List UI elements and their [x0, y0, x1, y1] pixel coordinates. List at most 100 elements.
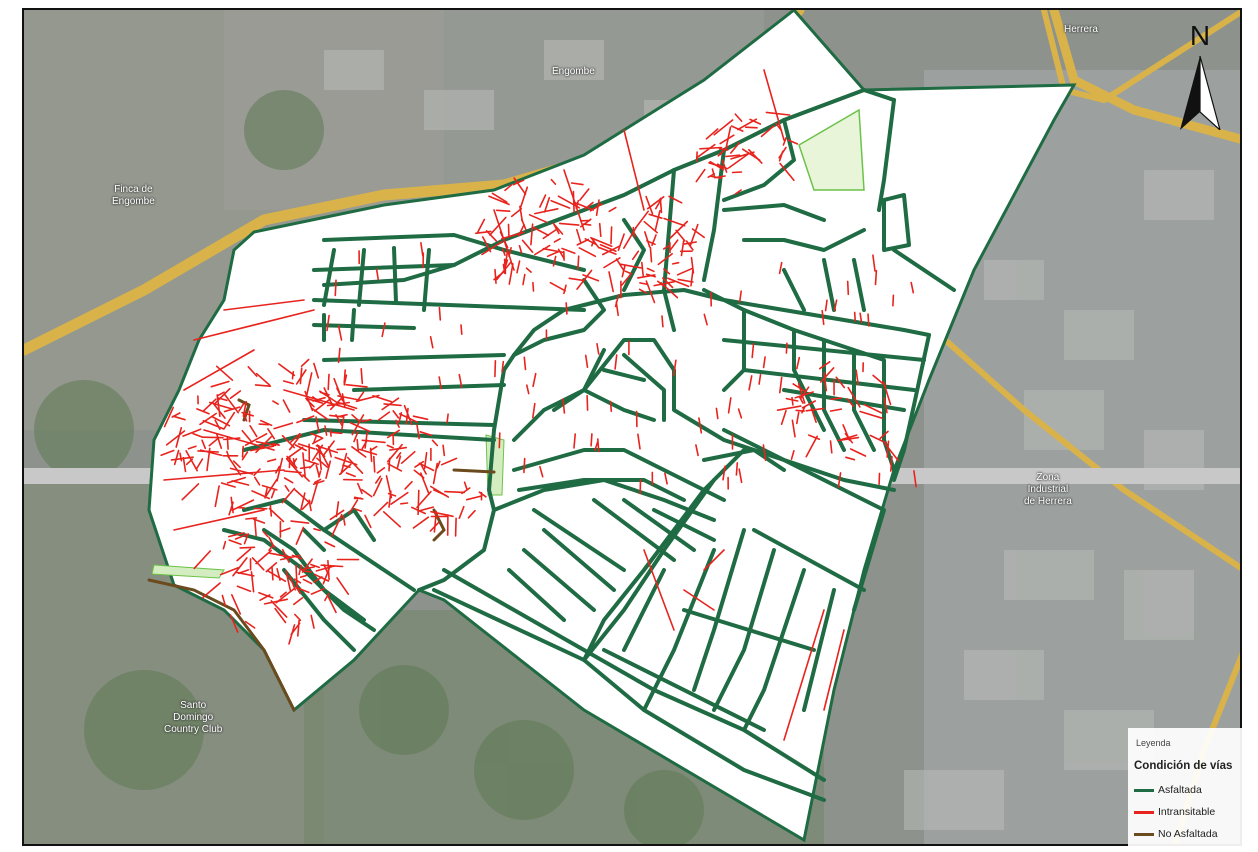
road-segment-intransitable	[232, 557, 248, 577]
road-segment-intransitable	[577, 255, 580, 270]
road-segment-intransitable	[290, 520, 310, 524]
road-segment-intransitable	[319, 390, 337, 403]
road-segment-intransitable	[913, 470, 917, 488]
road-segment-intransitable	[765, 111, 791, 116]
road-segment-intransitable	[584, 354, 589, 368]
road-segment-intransitable	[741, 148, 761, 161]
road-segment-intransitable	[326, 314, 330, 332]
road-segment-intransitable	[431, 439, 439, 447]
road-segment-intransitable	[570, 182, 584, 186]
road-segment-intransitable	[659, 197, 663, 214]
road-segment-intransitable	[532, 281, 535, 292]
road-segment-intransitable	[305, 397, 324, 404]
road-segment-intransitable	[738, 290, 742, 303]
road-segment-intransitable	[433, 489, 448, 497]
road-segment-intransitable	[534, 208, 559, 215]
road-segment-intransitable	[637, 433, 641, 450]
road-segment-intransitable	[172, 415, 186, 421]
road-segment-intransitable	[251, 557, 265, 571]
road-segment-intransitable	[263, 598, 289, 605]
road-segment-intransitable	[549, 281, 566, 292]
road-segment-intransitable	[244, 620, 256, 629]
road-segment-intransitable	[521, 239, 534, 253]
road-segment-intransitable	[539, 194, 547, 208]
road-segment-intransitable	[243, 533, 249, 545]
road-segment-intransitable	[310, 563, 320, 569]
road-segment-intransitable	[657, 280, 664, 287]
road-segment-intransitable	[351, 446, 367, 458]
road-segment-intransitable	[279, 527, 291, 533]
road-segment-intransitable	[245, 517, 258, 520]
road-segment-intransitable	[653, 280, 676, 287]
road-segment-intransitable	[727, 397, 732, 414]
road-segment-intransitable	[210, 380, 230, 388]
road-segment-intransitable	[357, 482, 363, 495]
road-segment-intransitable	[493, 209, 515, 271]
road-segment-intransitable	[677, 278, 694, 283]
road-segment-intransitable	[502, 248, 506, 256]
road-segment-intransitable	[255, 549, 272, 565]
road-segment-intransitable	[879, 430, 889, 440]
road-segment-intransitable	[236, 548, 252, 562]
road-segment-intransitable	[632, 250, 640, 260]
road-segment-intransitable	[440, 457, 458, 466]
road-segment-intransitable	[590, 237, 600, 249]
road-segment-intransitable	[349, 422, 371, 433]
road-segment-intransitable	[728, 153, 749, 169]
road-segment-intransitable	[315, 444, 338, 454]
road-segment-intransitable	[565, 302, 568, 315]
road-segment-intransitable	[163, 406, 174, 428]
road-segment-intransitable	[386, 429, 400, 439]
road-segment-intransitable	[730, 142, 740, 154]
road-segment-intransitable	[316, 457, 329, 468]
road-segment-intransitable	[420, 242, 424, 257]
road-segment-intransitable	[226, 476, 246, 484]
road-segment-intransitable	[489, 216, 507, 236]
road-segment-intransitable	[523, 457, 526, 474]
road-segment-intransitable	[872, 254, 876, 272]
road-segment-intransitable	[281, 434, 295, 449]
road-segment-intransitable	[763, 69, 785, 141]
road-segment-intransitable	[776, 405, 802, 411]
road-segment-intransitable	[576, 238, 590, 246]
road-segment-intransitable	[735, 462, 739, 476]
road-segment-intransitable	[821, 309, 825, 326]
road-segment-intransitable	[361, 418, 372, 423]
road-segment-intransitable	[476, 218, 486, 234]
road-segment-intransitable	[657, 253, 673, 266]
road-segment-intransitable	[281, 487, 296, 504]
road-segment-intransitable	[883, 397, 888, 414]
road-segment-intransitable	[438, 306, 442, 321]
road-segment-intransitable	[254, 519, 257, 537]
place-label-herrera: Herrera	[1064, 24, 1098, 35]
road-segment-intransitable	[779, 162, 795, 182]
road-segment-intransitable	[318, 470, 322, 478]
road-segment-intransitable	[197, 450, 219, 453]
road-segment-intransitable	[395, 419, 400, 428]
road-segment-intransitable	[234, 533, 248, 540]
road-segment-intransitable	[219, 566, 239, 576]
road-segment-intransitable	[279, 591, 287, 598]
road-segment-intransitable	[241, 445, 244, 458]
road-segment-intransitable	[275, 465, 281, 474]
road-segment-intransitable	[165, 430, 186, 446]
road-segment-intransitable	[510, 208, 523, 218]
road-segment-intransitable	[302, 452, 306, 477]
road-segment-intransitable	[713, 119, 734, 136]
road-segment-intransitable	[329, 429, 332, 437]
road-segment-intransitable	[356, 438, 360, 452]
road-segment-intransitable	[847, 386, 861, 408]
road-segment-intransitable	[265, 562, 278, 573]
road-segment-intransitable	[498, 432, 501, 449]
legend-item-no-asfaltada: No Asfaltada	[1134, 828, 1218, 842]
road-segment-intransitable	[403, 404, 413, 426]
road-segment-intransitable	[846, 280, 850, 296]
road-segment-intransitable	[273, 422, 294, 430]
road-segment-intransitable	[377, 411, 391, 421]
road-segment-intransitable	[691, 228, 705, 239]
road-segment-intransitable	[268, 536, 276, 549]
road-segment-intransitable	[751, 343, 755, 359]
road-segment-intransitable	[672, 359, 677, 377]
